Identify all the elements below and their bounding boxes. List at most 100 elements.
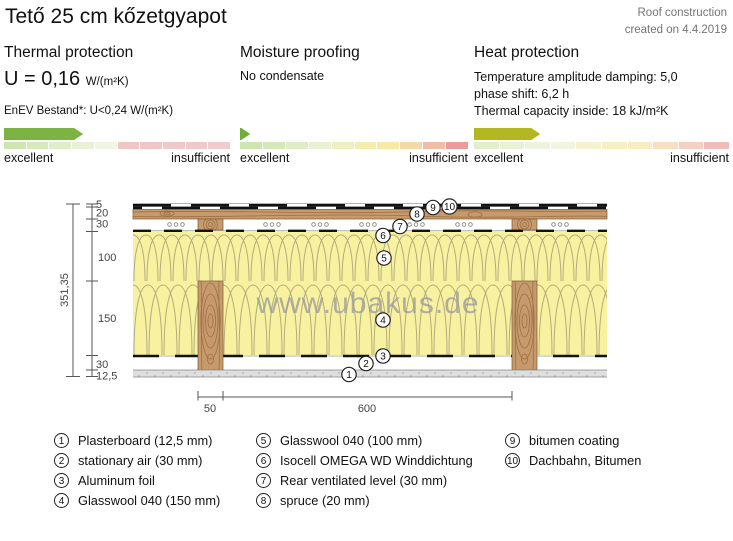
- dim-label-30-air: 30: [96, 359, 108, 371]
- outer-dimension-line: [66, 203, 80, 377]
- thermal-rating-arrow-icon: [4, 128, 83, 140]
- callout-2: 2: [358, 355, 374, 372]
- report-date: created on 4.4.2019: [624, 23, 727, 36]
- u-value: U = 0,16 W/(m²K): [4, 68, 129, 91]
- svg-text:3: 3: [380, 352, 386, 363]
- thermal-protection-section: Thermal protection U = 0,16 W/(m²K) EnEV…: [4, 44, 231, 166]
- scale-segment: [400, 142, 423, 149]
- thermal-rating-scale: excellent insufficient: [4, 127, 231, 207]
- thermal-capacity-value: Thermal capacity inside: 18 kJ/m²K: [474, 104, 669, 118]
- scale-segment: [446, 142, 469, 149]
- callout-5: 5: [376, 250, 392, 266]
- thermal-scale-labels: excellent insufficient: [4, 151, 230, 165]
- layer-dimension-line: [86, 203, 98, 377]
- heat-scale-labels: excellent insufficient: [474, 151, 729, 165]
- legend-number-badge: 7: [256, 472, 271, 488]
- callout-8: 8: [409, 206, 425, 222]
- thermal-rating-gradient: [4, 142, 231, 149]
- legend-item-10: 10 Dachbahn, Bitumen: [505, 451, 725, 471]
- legend-number-badge: 6: [256, 453, 271, 469]
- dim-label-100: 100: [98, 252, 116, 264]
- svg-text:5: 5: [381, 254, 387, 265]
- scale-segment: [474, 142, 499, 149]
- legend-number-badge: 4: [54, 492, 69, 508]
- scale-segment: [377, 142, 400, 149]
- callout-4: 4: [375, 312, 391, 328]
- scale-segment: [601, 142, 627, 149]
- scale-segment: [354, 142, 377, 149]
- legend-number-badge: 8: [256, 492, 271, 508]
- svg-text:9: 9: [430, 203, 436, 214]
- heat-protection-values: Temperature amplitude damping: 5,0 phase…: [474, 69, 678, 120]
- legend-column-1: 1 Plasterboard (12,5 mm) 2 stationary ai…: [54, 431, 254, 510]
- scale-segment: [117, 142, 140, 149]
- thermal-section-title: Thermal protection: [4, 44, 134, 61]
- moisture-rating-arrow-icon: [240, 128, 250, 140]
- legend-label: Plasterboard (12,5 mm): [78, 433, 213, 449]
- scale-segment: [26, 142, 49, 149]
- scale-segment: [185, 142, 208, 149]
- scale-segment: [653, 142, 678, 149]
- scale-segment: [525, 142, 550, 149]
- dim-label-600: 600: [358, 403, 376, 415]
- legend-column-3: 9 bitumen coating 10 Dachbahn, Bitumen: [505, 431, 725, 471]
- legend-item-2: 2 stationary air (30 mm): [54, 451, 254, 471]
- phase-shift-value: phase shift: 6,2 h: [474, 87, 570, 101]
- callout-9: 9: [425, 199, 441, 216]
- moisture-proofing-section: Moisture proofing No condensate excellen…: [240, 44, 469, 166]
- moisture-section-title: Moisture proofing: [240, 44, 360, 61]
- scale-segment: [423, 142, 446, 149]
- scale-segment: [94, 142, 117, 149]
- scale-segment: [162, 142, 185, 149]
- heat-rating-gradient: [474, 142, 729, 149]
- legend-item-4: 4 Glasswool 040 (150 mm): [54, 490, 254, 510]
- u-value-unit: W/(m²K): [85, 76, 129, 88]
- svg-text:1: 1: [346, 370, 352, 381]
- scale-segment: [4, 142, 26, 149]
- diagram-callouts: 1 2 3 4 5 6 7: [341, 198, 458, 383]
- layer-bitumen-dachbahn: [133, 203, 607, 210]
- dim-label-12-5: 12,5: [96, 371, 117, 383]
- legend-label: Dachbahn, Bitumen: [529, 453, 642, 469]
- scale-segment: [49, 142, 72, 149]
- dim-label-5: 5: [96, 199, 102, 211]
- legend-label: Rear ventilated level (30 mm): [280, 472, 448, 488]
- scale-segment: [140, 142, 162, 149]
- callout-3: 3: [375, 348, 391, 364]
- scale-segment: [704, 142, 729, 149]
- watermark: www.ubakus.de: [255, 287, 479, 320]
- svg-text:7: 7: [397, 222, 403, 233]
- scale-segment: [576, 142, 601, 149]
- page-title: Tető 25 cm kőzetgyapot: [5, 5, 227, 28]
- callout-1: 1: [341, 366, 357, 383]
- legend-label: Isocell OMEGA WD Winddichtung: [280, 453, 473, 469]
- callout-10: 10: [441, 198, 458, 215]
- svg-text:6: 6: [380, 231, 386, 242]
- legend-label: spruce (20 mm): [280, 492, 370, 508]
- scale-segment: [550, 142, 576, 149]
- scale-segment: [499, 142, 525, 149]
- scale-label-insufficient: insufficient: [670, 151, 729, 165]
- construction-diagram: www.ubakus.de 351,35 5 20 30 100 150 30: [59, 198, 608, 415]
- legend-number-badge: 10: [505, 453, 520, 469]
- enev-standard-note: EnEV Bestand*: U<0,24 W/(m²K): [4, 105, 174, 117]
- scale-segment: [627, 142, 653, 149]
- legend-item-1: 1 Plasterboard (12,5 mm): [54, 431, 254, 451]
- callout-6: 6: [375, 227, 391, 244]
- legend-number-badge: 2: [54, 453, 69, 469]
- svg-text:4: 4: [380, 316, 386, 327]
- scale-segment: [72, 142, 94, 149]
- legend-label: Glasswool 040 (100 mm): [280, 433, 423, 449]
- heat-rating-arrow-icon: [474, 128, 540, 140]
- scale-label-insufficient: insufficient: [409, 151, 468, 165]
- heat-rating-scale: excellent insufficient: [474, 127, 729, 207]
- scale-segment: [678, 142, 704, 149]
- dim-label-50: 50: [204, 403, 216, 415]
- dim-label-150: 150: [98, 313, 116, 325]
- report-meta: Roof construction created on 4.4.2019: [625, 5, 727, 38]
- report-type: Roof construction: [637, 7, 728, 19]
- legend-number-badge: 9: [505, 433, 520, 449]
- legend-item-9: 9 bitumen coating: [505, 431, 725, 451]
- u-value-number: U = 0,16: [4, 68, 81, 90]
